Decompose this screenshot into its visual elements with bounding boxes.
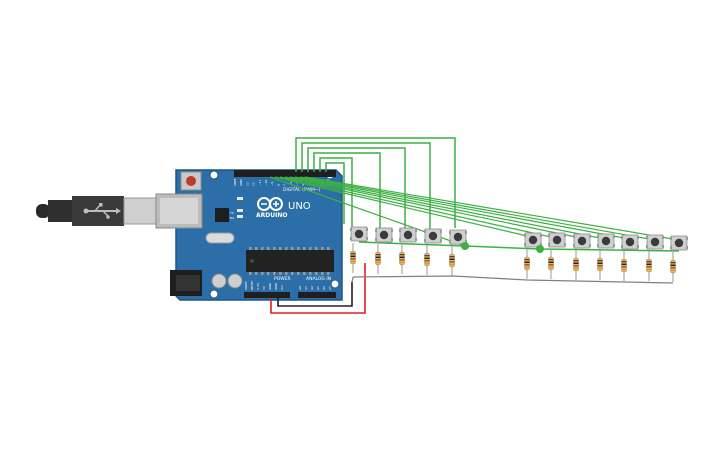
digital-header-label: DIGITAL (PWM~) bbox=[283, 187, 321, 193]
rail-wires[interactable] bbox=[351, 241, 680, 284]
bottom-pin-label: A1 bbox=[304, 286, 308, 290]
resistor bbox=[524, 249, 530, 279]
resistor bbox=[646, 251, 652, 281]
bottom-pin-label: A0 bbox=[298, 286, 302, 290]
bottom-pin-label: A5 bbox=[328, 286, 332, 290]
digital-pin-label: 12 bbox=[252, 182, 256, 186]
push-button[interactable] bbox=[524, 232, 542, 248]
signal-wire[interactable] bbox=[307, 147, 406, 229]
push-button[interactable] bbox=[597, 233, 615, 249]
signal-wire[interactable] bbox=[289, 176, 601, 239]
push-button[interactable] bbox=[399, 227, 417, 243]
resistor bbox=[597, 250, 603, 280]
digital-pin-label: ~5 bbox=[295, 181, 299, 186]
bottom-pin-label: Vin bbox=[280, 285, 284, 290]
digital-pin-label: ~10 bbox=[264, 180, 268, 186]
digital-pin-label: 8 bbox=[276, 184, 280, 186]
usb-icon bbox=[83, 203, 121, 219]
bottom-pin-label: RESET bbox=[250, 280, 254, 290]
power-header bbox=[244, 292, 290, 298]
board-brand: ARDUINO bbox=[256, 212, 287, 219]
push-button[interactable] bbox=[350, 226, 368, 242]
digital-pin-label: 13 bbox=[245, 182, 249, 186]
bottom-pin-label: GND bbox=[274, 282, 278, 290]
bottom-pin-label: GND bbox=[268, 282, 272, 290]
board-model: UNO bbox=[288, 201, 311, 212]
push-button[interactable] bbox=[548, 232, 566, 248]
digital-pin-label: ~9 bbox=[270, 181, 274, 186]
ground-wire[interactable] bbox=[277, 282, 353, 307]
wire-junction bbox=[461, 242, 469, 250]
bottom-pin-label: 3.3V bbox=[256, 282, 260, 290]
bottom-pin-label: A3 bbox=[316, 286, 320, 290]
digital-pin-label: 4 bbox=[301, 184, 305, 186]
signal-wire[interactable] bbox=[274, 176, 528, 237]
power-wire-5v[interactable] bbox=[270, 263, 366, 314]
analog-header-label: ANALOG IN bbox=[306, 276, 331, 282]
digital-pin-label: GND bbox=[239, 178, 243, 186]
push-button[interactable] bbox=[670, 235, 688, 251]
usb-cable[interactable] bbox=[36, 196, 157, 226]
digital-pin-label: ~11 bbox=[258, 180, 262, 186]
push-button[interactable] bbox=[573, 233, 591, 249]
push-button[interactable] bbox=[449, 229, 467, 245]
bottom-pin-label: IOREF bbox=[244, 281, 248, 290]
tx-led-label: TX bbox=[229, 211, 234, 215]
signal-wire[interactable] bbox=[279, 176, 552, 238]
push-button[interactable] bbox=[646, 234, 664, 250]
resistor bbox=[548, 249, 554, 279]
signal-wire[interactable] bbox=[313, 152, 381, 228]
power-jack bbox=[170, 270, 202, 296]
resistor bbox=[573, 250, 579, 280]
signal-wire[interactable] bbox=[294, 176, 625, 239]
bottom-pin-label: A2 bbox=[310, 286, 314, 290]
arduino-logo-icon bbox=[257, 197, 283, 211]
push-button[interactable] bbox=[424, 228, 442, 244]
digital-pin-label: AREF bbox=[233, 178, 237, 186]
signal-wires[interactable] bbox=[269, 137, 674, 247]
resistor bbox=[424, 245, 430, 275]
resistor bbox=[399, 244, 405, 274]
wire-junction bbox=[536, 245, 544, 253]
microcontroller-chip bbox=[246, 247, 334, 275]
rx-led-label: RX bbox=[230, 216, 234, 220]
bottom-pin-label: 5V bbox=[262, 285, 266, 290]
power-header-label: POWER bbox=[274, 276, 291, 282]
signal-wire[interactable] bbox=[304, 176, 674, 240]
digital-header bbox=[234, 170, 336, 177]
resistor bbox=[350, 243, 356, 273]
resistor bbox=[375, 244, 381, 274]
push-button[interactable] bbox=[375, 227, 393, 243]
push-buttons[interactable] bbox=[350, 226, 688, 251]
resistor bbox=[449, 246, 455, 276]
resistors bbox=[350, 243, 676, 282]
resistor bbox=[621, 251, 627, 281]
signal-wire[interactable] bbox=[301, 142, 431, 229]
resistor bbox=[670, 252, 676, 282]
signal-wire[interactable] bbox=[299, 176, 650, 240]
push-button[interactable] bbox=[621, 234, 639, 250]
signal-wire[interactable] bbox=[295, 137, 456, 228]
analog-header bbox=[298, 292, 336, 298]
signal-wire[interactable] bbox=[284, 176, 577, 238]
bottom-pin-label: A4 bbox=[322, 286, 326, 290]
digital-pin-label: 7 bbox=[283, 184, 287, 186]
reset-button[interactable] bbox=[180, 171, 202, 191]
